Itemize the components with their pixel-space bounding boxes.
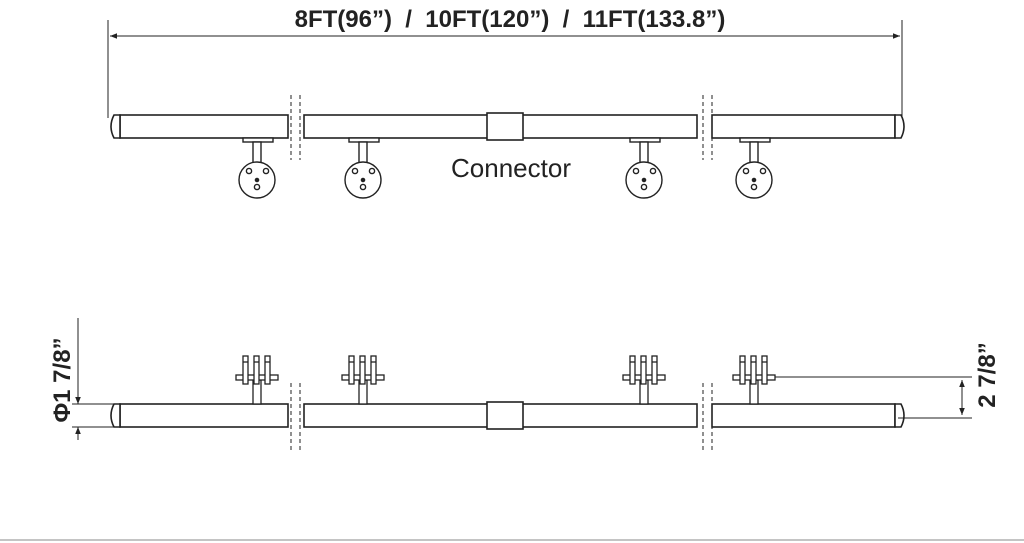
overall-length-dimension: [107, 20, 903, 118]
bracket-top-2: [344, 137, 382, 199]
rail-segment-3: [711, 114, 896, 139]
connector-sleeve: [486, 112, 524, 141]
diameter-label: Φ1 7/8”: [49, 337, 76, 422]
side-connector-sleeve: [486, 401, 524, 430]
end-cap-right: [894, 114, 905, 139]
bracket-side-1: [235, 355, 279, 405]
side-end-cap-left: [110, 403, 121, 428]
connector-label: Connector: [451, 153, 571, 183]
rail-segment-1: [119, 114, 289, 139]
diameter-dimension: [72, 318, 120, 440]
side-rail-segment-3: [711, 403, 896, 428]
side-rail: [110, 401, 905, 430]
bracket-side-3: [622, 355, 666, 405]
height-label: 2 7/8”: [974, 342, 1001, 407]
side-end-cap-right: [894, 403, 905, 428]
side-rail-segment-1: [119, 403, 289, 428]
bracket-side-2: [341, 355, 385, 405]
bracket-top-4: [735, 137, 773, 199]
bracket-top-1: [238, 137, 276, 199]
end-cap-left: [110, 114, 121, 139]
top-rail: [110, 112, 905, 141]
height-dimension: [775, 376, 972, 419]
length-label: 8FT(96”) / 10FT(120”) / 11FT(133.8”): [295, 6, 726, 33]
bracket-side-4: [732, 355, 776, 405]
bracket-top-3: [625, 137, 663, 199]
top-break-marks: [290, 95, 713, 160]
